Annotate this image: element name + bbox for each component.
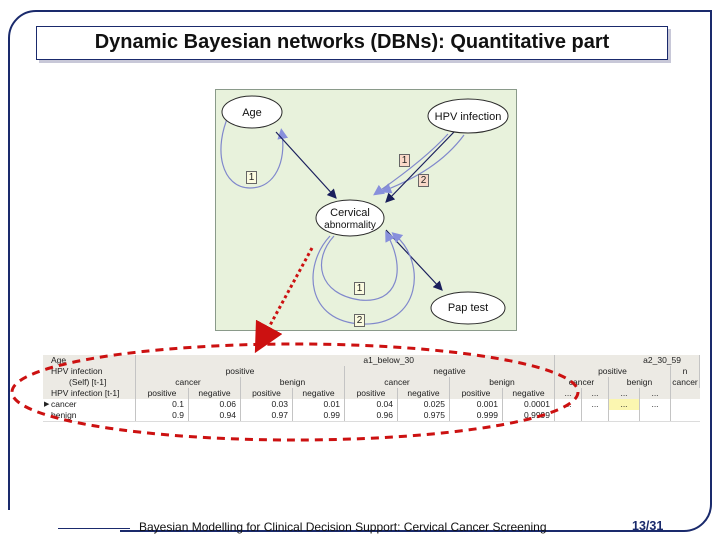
cpt-table: Age a1_below_30 a2_30_59 HPV infection p… xyxy=(43,355,700,427)
cpt-hpv-neg-1: negative xyxy=(345,366,555,377)
cpt-cell[interactable]: 0.96 xyxy=(345,410,398,421)
node-age-label: Age xyxy=(242,107,262,119)
cpt-self-6: cancer xyxy=(671,377,700,388)
edge-cervical-self-2 xyxy=(312,232,415,325)
edge-hpv-cervical-lag xyxy=(373,133,449,196)
cpt-hpvprev-4: positive xyxy=(345,388,398,399)
node-cervical-label-1: Cervical xyxy=(330,207,370,219)
cpt-hpvprev-9: ... xyxy=(582,388,609,399)
cpt-cell[interactable]: 0.025 xyxy=(398,399,450,410)
cpt-cell[interactable]: 0.04 xyxy=(345,399,398,410)
edge-age-cervical xyxy=(275,131,337,199)
cpt-hpvprev-10: ... xyxy=(609,388,640,399)
cpt-hpv-pos-2: positive xyxy=(555,366,671,377)
lag-age-self: 1 xyxy=(246,171,257,184)
cpt-label-age: Age xyxy=(43,355,136,366)
cpt-cell[interactable]: ... xyxy=(555,399,582,410)
cpt-cell[interactable]: 0.999 xyxy=(450,410,503,421)
cpt-hpv-pos-1: positive xyxy=(136,366,345,377)
slide-frame xyxy=(8,10,712,532)
cpt-cell[interactable] xyxy=(555,410,582,421)
cpt-cell[interactable]: 0.97 xyxy=(241,410,293,421)
cpt-cell[interactable] xyxy=(582,410,609,421)
cpt-hpvprev-7: negative xyxy=(503,388,555,399)
frame-gap xyxy=(0,510,120,540)
cpt-hpv-neg-2: n xyxy=(671,366,700,377)
edge-hpv-self xyxy=(380,134,465,194)
cpt-cell-selected[interactable]: ... xyxy=(609,399,640,410)
lag-hpv-self: 1 xyxy=(399,154,410,167)
cpt-self-2: cancer xyxy=(345,377,450,388)
cpt-cell[interactable]: 0.94 xyxy=(189,410,241,421)
cpt-label-self: (Self) [t-1] xyxy=(43,377,136,388)
cpt-hpvprev-0: positive xyxy=(136,388,189,399)
node-pap-label: Pap test xyxy=(447,302,489,314)
cpt-cell[interactable]: 0.001 xyxy=(450,399,503,410)
node-hpv xyxy=(427,98,509,134)
cpt-hpvprev-3: negative xyxy=(293,388,345,399)
cpt-cell[interactable]: ... xyxy=(582,399,609,410)
lag-cervical-self-2: 2 xyxy=(354,314,365,327)
cpt-hpvprev-8: ... xyxy=(555,388,582,399)
cpt-self-4: cancer xyxy=(555,377,609,388)
cpt-cell[interactable] xyxy=(609,410,640,421)
edge-hpv-cervical xyxy=(385,131,455,203)
slide-footer: Bayesian Modelling for Clinical Decision… xyxy=(139,520,547,534)
edge-age-self xyxy=(220,111,289,189)
cpt-self-3: benign xyxy=(450,377,555,388)
cpt-cell[interactable] xyxy=(640,410,671,421)
cpt-cell[interactable]: 0.975 xyxy=(398,410,450,421)
lag-hpv-cervical: 2 xyxy=(418,174,429,187)
cpt-self-1: benign xyxy=(241,377,345,388)
network-edges xyxy=(220,95,509,325)
cpt-cell[interactable]: 0.06 xyxy=(189,399,241,410)
node-cervical xyxy=(315,199,385,237)
cpt-cell[interactable]: 0.0001 xyxy=(503,399,555,410)
cpt-cell[interactable]: 0.01 xyxy=(293,399,345,410)
table-row[interactable]: benign 0.9 0.94 0.97 0.99 0.96 0.975 0.9… xyxy=(43,410,700,422)
page-number: 13/31 xyxy=(632,519,664,533)
cpt-label-hpv: HPV infection xyxy=(43,366,136,377)
cpt-hpvprev-1: negative xyxy=(189,388,241,399)
cpt-hpvprev-6: positive xyxy=(450,388,503,399)
cpt-cell[interactable]: 0.1 xyxy=(136,399,189,410)
cpt-cell[interactable]: 0.99 xyxy=(293,410,345,421)
cpt-cell[interactable]: ... xyxy=(640,399,671,410)
cpt-cell[interactable]: 0.9 xyxy=(136,410,189,421)
node-pap xyxy=(430,291,506,325)
edge-cervical-self-1 xyxy=(320,230,398,301)
node-age xyxy=(221,95,283,129)
node-hpv-label: HPV infection xyxy=(434,111,502,123)
cpt-age-a1: a1_below_30 xyxy=(136,355,555,366)
slide-title: Dynamic Bayesian networks (DBNs): Quanti… xyxy=(36,26,668,60)
cpt-row-label-benign: benign xyxy=(43,410,136,421)
cpt-age-a2: a2_30_59 xyxy=(555,355,700,366)
cpt-hpvprev-2: positive xyxy=(241,388,293,399)
cpt-self-0: cancer xyxy=(136,377,241,388)
cpt-row-label-cancer: ▶ cancer xyxy=(43,399,136,410)
cpt-cell[interactable]: 0.9999 xyxy=(503,410,555,421)
cpt-hpvprev-5: negative xyxy=(398,388,450,399)
row-pointer-icon: ▶ xyxy=(44,401,50,408)
cpt-hpvprev-11: ... xyxy=(640,388,671,399)
cpt-self-5: benign xyxy=(609,377,671,388)
cpt-cell[interactable]: 0.03 xyxy=(241,399,293,410)
dbn-network-diagram: Age HPV infection Cervical abnormality P… xyxy=(215,89,517,331)
node-cervical-label-2: abnormality xyxy=(324,220,376,231)
footer-rule xyxy=(58,528,130,529)
lag-cervical-self-1: 1 xyxy=(354,282,365,295)
cpt-label-hpv-prev: HPV infection [t-1] xyxy=(43,388,136,399)
